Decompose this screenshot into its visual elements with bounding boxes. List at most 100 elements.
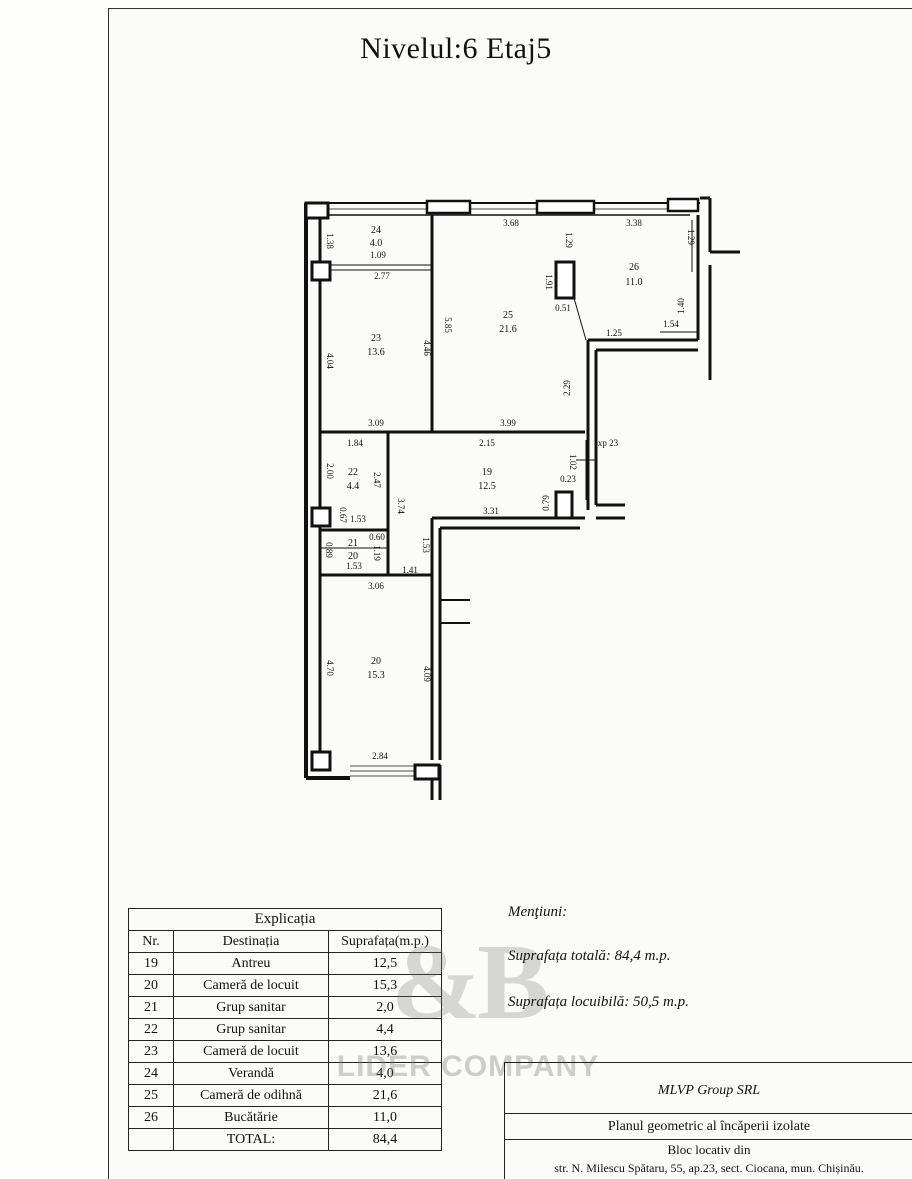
building-label: Bloc locativ din [667, 1142, 751, 1157]
room-area: 20 [348, 551, 358, 562]
walls [304, 196, 740, 800]
cell-nr: 26 [128, 1106, 174, 1129]
dimension: 1.53 [350, 514, 366, 524]
room-number: 21 [348, 538, 358, 549]
dimension: 2.84 [372, 751, 388, 761]
room-number: 20 [371, 656, 381, 667]
room-area: 13.6 [367, 347, 385, 358]
cell-destination: Antreu [173, 952, 329, 975]
room-number: 23 [371, 333, 381, 344]
room-area: 11.0 [625, 277, 642, 288]
room-number: 22 [348, 467, 358, 478]
title-block: MLVP Group SRL Planul geometric al încăp… [504, 1062, 912, 1179]
total-value: 84,4 [328, 1128, 442, 1151]
table-row: 26 Bucătărie 11,0 [128, 1106, 442, 1129]
cell-nr: 21 [128, 996, 174, 1019]
cell-area: 13,6 [328, 1040, 442, 1063]
dimension: 1.19 [372, 545, 382, 561]
page-title: Nivelul:6 Etaj5 [360, 32, 552, 65]
dimension: 1.29 [686, 229, 696, 245]
windows [320, 197, 700, 777]
dimension: 3.38 [626, 218, 642, 228]
room-labels: 24 4.0 25 21.6 26 11.0 23 13.6 22 4.4 19… [347, 225, 643, 681]
cell-area: 2,0 [328, 996, 442, 1019]
dimension: 2.00 [325, 463, 335, 479]
dimension: 0.23 [560, 474, 576, 484]
dimension: 2.29 [562, 380, 572, 396]
cell-area: 15,3 [328, 974, 442, 997]
dimension: 2.15 [479, 438, 495, 448]
cell-empty [128, 1128, 174, 1151]
cell-nr: 23 [128, 1040, 174, 1063]
dimension: 1.25 [606, 328, 622, 338]
legend-header: Suprafața(m.p.) [328, 930, 442, 953]
dimension: 3.68 [503, 218, 519, 228]
dimension: 0.51 [555, 303, 571, 313]
dimension: 4.46 [422, 340, 432, 356]
table-row: 24 Verandă 4,0 [128, 1062, 442, 1085]
dimension: 5.85 [443, 317, 453, 333]
plan-title: Planul geometric al încăperii izolate [505, 1115, 912, 1140]
cell-area: 4,4 [328, 1018, 442, 1041]
cell-destination: Cameră de locuit [173, 974, 329, 997]
dimension: 0.89 [324, 542, 334, 558]
dimension: 3.06 [368, 581, 384, 591]
cell-destination: Verandă [173, 1062, 329, 1085]
cell-area: 21,6 [328, 1084, 442, 1107]
room-area: 12.5 [478, 481, 496, 492]
dimension: 1.02 [568, 454, 578, 470]
room-number: 26 [629, 262, 639, 273]
table-row: 25 Cameră de odihnă 21,6 [128, 1084, 442, 1107]
table-row: 19 Antreu 12,5 [128, 952, 442, 975]
dimension: 3.31 [483, 506, 499, 516]
legend-header: Destinația [173, 930, 329, 953]
cell-area: 12,5 [328, 952, 442, 975]
total-label: TOTAL: [173, 1128, 329, 1151]
dimension: 0.60 [369, 532, 385, 542]
interior-lines [320, 220, 698, 624]
room-number: 24 [371, 225, 381, 236]
notes-heading: Menţiuni: [508, 904, 568, 920]
cell-destination: Cameră de locuit [173, 1040, 329, 1063]
dimension: 1.40 [676, 298, 686, 314]
cell-nr: 24 [128, 1062, 174, 1085]
cell-nr: 22 [128, 1018, 174, 1041]
company-name: MLVP Group SRL [505, 1063, 912, 1114]
legend-table: Explicația Nr. Destinația Suprafața(m.p.… [128, 908, 442, 1151]
room-area: 4.4 [347, 481, 360, 492]
table-row: 22 Grup sanitar 4,4 [128, 1018, 442, 1041]
cell-destination: Grup sanitar [173, 996, 329, 1019]
total-row: TOTAL: 84,4 [128, 1128, 442, 1151]
dimension: 3.99 [500, 418, 516, 428]
legend-caption: Explicația [128, 908, 442, 931]
room-number: 19 [482, 467, 492, 478]
dimension: 1.53 [421, 537, 431, 553]
dimension: 1.29 [564, 232, 574, 248]
cell-nr: 25 [128, 1084, 174, 1107]
dimension: 0.79 [541, 495, 551, 511]
cell-destination: Cameră de odihnă [173, 1084, 329, 1107]
table-row: 20 Cameră de locuit 15,3 [128, 974, 442, 997]
cell-area: 4,0 [328, 1062, 442, 1085]
room-number: 25 [503, 310, 513, 321]
dimension: 1.09 [370, 250, 386, 260]
dimension: 1.54 [663, 319, 679, 329]
dimension: 1.38 [325, 233, 335, 249]
legend-header-row: Nr. Destinația Suprafața(m.p.) [128, 930, 442, 953]
dimension: 3.09 [368, 418, 384, 428]
dimension: 2.47 [372, 472, 382, 488]
dimension: 1.84 [347, 438, 363, 448]
dimension-labels: 3.68 3.38 1.38 1.09 2.77 1.29 1.29 1.91 … [324, 218, 696, 761]
dimension: 0.67 [338, 507, 348, 523]
room-area: 15.3 [367, 670, 385, 681]
table-row: 21 Grup sanitar 2,0 [128, 996, 442, 1019]
dimension: 4.70 [325, 660, 335, 676]
dimension: 2.77 [374, 271, 390, 281]
dimension: 1.53 [346, 561, 362, 571]
dimension: 3.74 [396, 498, 406, 514]
dimension: 1.41 [402, 565, 418, 575]
cell-destination: Grup sanitar [173, 1018, 329, 1041]
cell-destination: Bucătărie [173, 1106, 329, 1129]
room-area: 21.6 [499, 324, 517, 335]
